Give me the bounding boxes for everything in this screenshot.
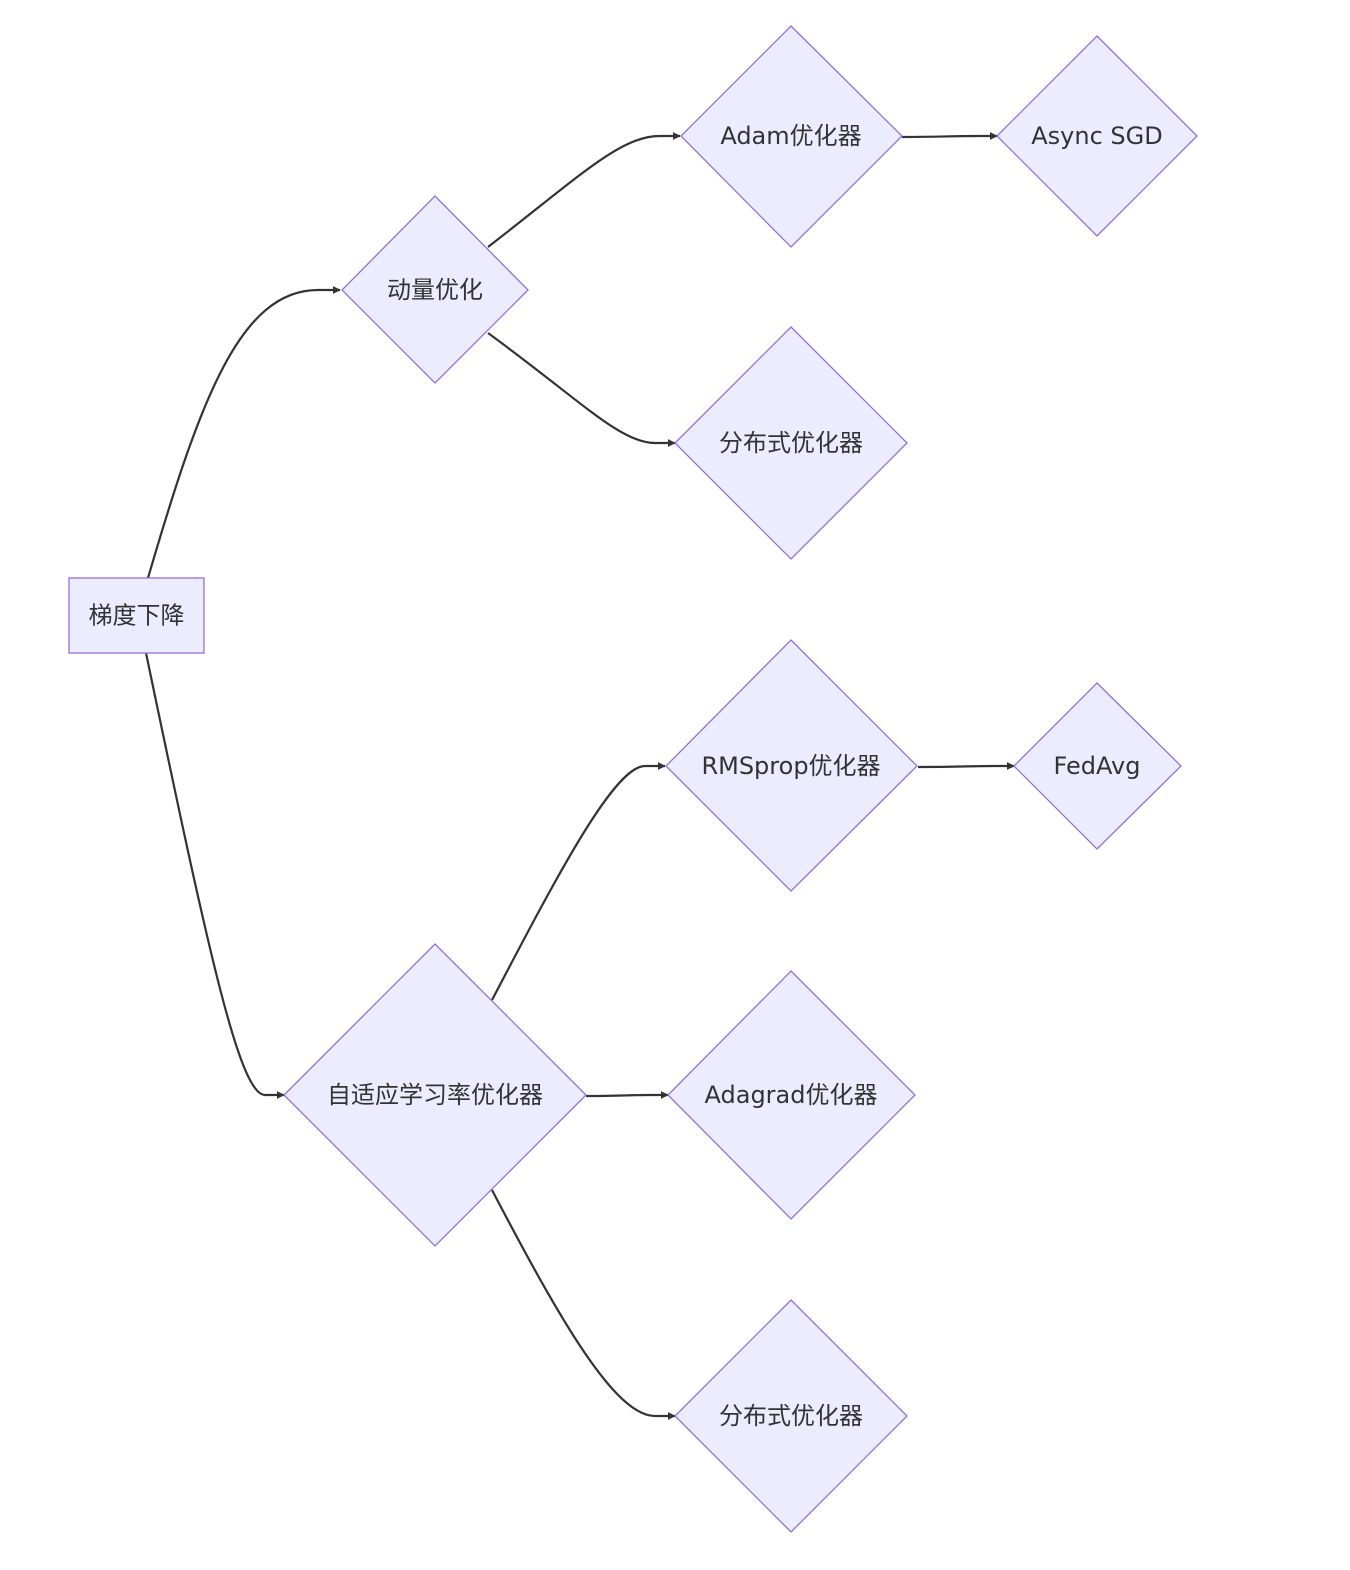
node-distributed-1-shape	[674, 326, 908, 560]
node-adagrad-shape	[667, 970, 916, 1220]
node-adagrad-label: Adagrad优化器	[705, 1081, 878, 1109]
edge-momentum-to-distributed-1	[487, 332, 676, 447]
node-async-sgd-shape	[996, 35, 1198, 237]
edge-rmsprop-to-fedavg	[917, 762, 1015, 770]
node-rmsprop[interactable]: RMSprop优化器	[665, 639, 918, 892]
edge-adam-to-async-sgd	[901, 132, 998, 140]
node-distributed-2-shape	[674, 1299, 908, 1533]
node-rmsprop-label: RMSprop优化器	[701, 752, 880, 780]
edge-adaptive-lr-to-adagrad	[585, 1091, 669, 1099]
edge-momentum-to-adam	[487, 132, 681, 248]
node-fedavg[interactable]: FedAvg	[1013, 682, 1182, 850]
node-distributed-1-label: 分布式优化器	[719, 429, 863, 457]
node-adaptive-lr-shape	[283, 943, 587, 1247]
node-adam-shape	[680, 25, 903, 248]
edge-adaptive-lr-to-rmsprop	[491, 762, 666, 1001]
node-gradient-descent-label: 梯度下降	[89, 602, 185, 630]
edge-gradient-descent-to-adaptive-lr	[144, 652, 285, 1099]
node-rmsprop-shape	[665, 639, 918, 892]
node-fedavg-label: FedAvg	[1054, 752, 1141, 780]
node-distributed-1[interactable]: 分布式优化器	[674, 326, 908, 560]
node-adaptive-lr[interactable]: 自适应学习率优化器	[283, 943, 587, 1247]
node-momentum-shape	[341, 195, 529, 384]
node-adam-label: Adam优化器	[720, 122, 861, 150]
node-gradient-descent[interactable]: 梯度下降	[68, 577, 205, 654]
node-fedavg-shape	[1013, 682, 1182, 850]
node-adam[interactable]: Adam优化器	[680, 25, 903, 248]
node-async-sgd-label: Async SGD	[1031, 122, 1162, 150]
node-async-sgd[interactable]: Async SGD	[996, 35, 1198, 237]
node-adagrad[interactable]: Adagrad优化器	[667, 970, 916, 1220]
node-distributed-2-label: 分布式优化器	[719, 1402, 863, 1430]
edge-adaptive-lr-to-distributed-2	[491, 1189, 676, 1420]
node-momentum[interactable]: 动量优化	[341, 195, 529, 384]
edge-gradient-descent-to-momentum	[146, 286, 341, 579]
edges	[144, 132, 1015, 1420]
node-gradient-descent-shape	[68, 577, 205, 654]
node-adaptive-lr-label: 自适应学习率优化器	[327, 1081, 543, 1109]
node-distributed-2[interactable]: 分布式优化器	[674, 1299, 908, 1533]
node-momentum-label: 动量优化	[387, 276, 483, 304]
